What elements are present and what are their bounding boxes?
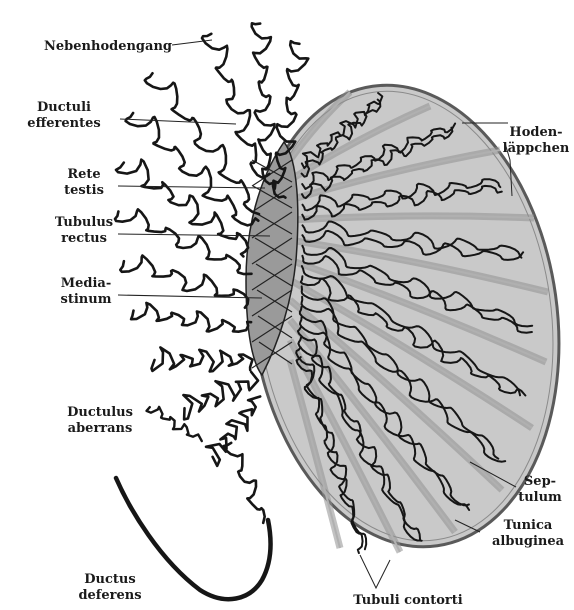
label-tulum: tulum bbox=[518, 490, 562, 505]
label-rete: Rete bbox=[67, 167, 100, 182]
label-ductulus: Ductulus bbox=[67, 405, 133, 420]
label-hoden: Hoden- bbox=[509, 125, 562, 140]
ductulus-efferens bbox=[115, 209, 252, 274]
ductulus-efferens bbox=[145, 73, 259, 214]
label-ductus: Ductus bbox=[84, 572, 135, 587]
ductulus-efferens bbox=[152, 347, 253, 371]
label-rectus: rectus bbox=[61, 231, 107, 246]
label-tunica: Tunica bbox=[504, 518, 553, 533]
ductulus-efferens bbox=[126, 113, 259, 225]
label-nebenhodengang: Nebenhodengang bbox=[44, 39, 172, 54]
label-laeppchen: läppchen bbox=[503, 141, 570, 156]
label-stinum: stinum bbox=[61, 292, 112, 307]
label-tubuli-contorti: Tubuli contorti bbox=[353, 593, 462, 608]
ductulus-efferens bbox=[131, 303, 251, 332]
label-tubulus: Tubulus bbox=[55, 215, 113, 230]
label-testis: testis bbox=[64, 183, 104, 198]
label-aberrans: aberrans bbox=[68, 421, 133, 436]
label-albuginea: albuginea bbox=[492, 534, 565, 549]
label-sep: Sep- bbox=[524, 474, 556, 489]
label-efferentes: efferentes bbox=[27, 116, 100, 131]
label-deferens: deferens bbox=[78, 588, 141, 603]
epididymis-tail bbox=[224, 443, 265, 523]
ductus-deferens bbox=[116, 478, 270, 599]
label-ductuli: Ductuli bbox=[37, 100, 91, 115]
ductulus-efferens bbox=[116, 160, 248, 257]
ductulus-efferens bbox=[183, 372, 258, 419]
ductulus-efferens bbox=[202, 34, 269, 178]
label-media: Media- bbox=[61, 276, 112, 291]
ductulus-aberrans bbox=[147, 407, 202, 441]
ductulus-efferens bbox=[120, 256, 248, 308]
